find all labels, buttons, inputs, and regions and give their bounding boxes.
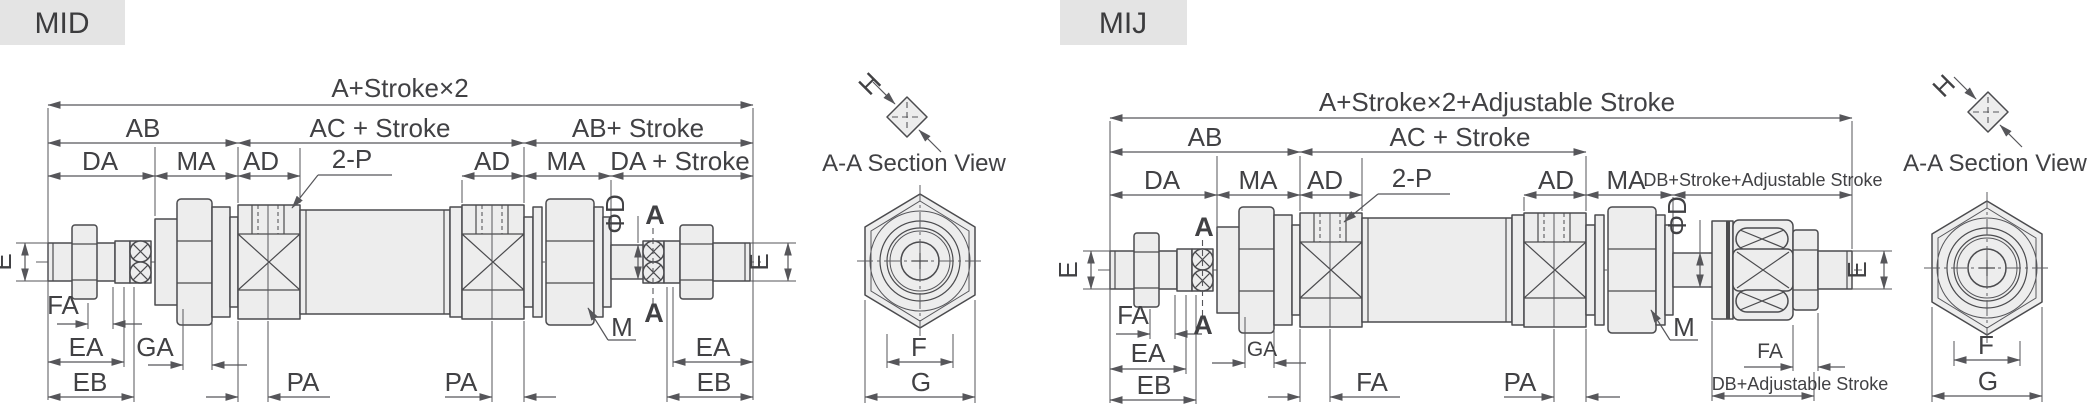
mij-dim-pa-right: PA [1504, 367, 1537, 397]
mid-dim-phi-d: ΦD [600, 194, 630, 234]
mij-dim-ac-stroke: AC + Stroke [1390, 122, 1531, 152]
mij-dim-ea-left: EA [1131, 338, 1166, 368]
mij-section-title: A-A Section View [1903, 150, 2087, 177]
mid-dim-f: F [911, 332, 927, 362]
mij-dim-fa-left: FA [1117, 300, 1149, 330]
mid-dim-eb-right: EB [697, 367, 732, 397]
mij-dim-fa-adjuster: FA [1757, 340, 1783, 363]
mij-dim-m: M [1673, 312, 1695, 342]
mid-title-chip [0, 0, 125, 45]
mid-dim-g: G [911, 367, 931, 397]
mij-dim-ma-right: MA [1607, 165, 1647, 195]
mid-dim-fa: FA [47, 290, 79, 320]
mid-section-title: A-A Section View [822, 150, 1006, 177]
mid-dim-da: DA [82, 146, 119, 176]
mid-dim-ad-left: AD [243, 146, 279, 176]
mid-dim-pa-left: PA [287, 367, 320, 397]
mij-dimension-labels: A+Stroke×2+Adjustable Stroke AB AC + Str… [1053, 87, 1888, 400]
mid-dim-ac-stroke: AC + Stroke [310, 113, 451, 143]
mid-dim-e-left: E [0, 253, 17, 270]
mid-section-mark-a-top: A [645, 200, 665, 230]
mid-dim-pa-right: PA [445, 367, 478, 397]
mid-dim-da-stroke: DA + Stroke [610, 146, 749, 176]
mij-dim-total: A+Stroke×2+Adjustable Stroke [1319, 87, 1675, 117]
mid-dim-m: M [611, 312, 633, 342]
mij-dim-ma-left: MA [1239, 165, 1279, 195]
mid-dim-ab: AB [126, 113, 161, 143]
mid-dim-e-right: E [744, 253, 774, 270]
mid-cylinder [48, 199, 751, 325]
mid-dim-ea-left: EA [69, 332, 104, 362]
mij-section-mark-a-bottom: A [1193, 310, 1213, 340]
mij-dim-f: F [1978, 330, 1994, 360]
mij-dim-ga: GA [1247, 338, 1277, 361]
mij-dimension-lines [1087, 114, 1888, 404]
mid-dim-ma-left: MA [177, 146, 217, 176]
mij-dim-eb-left: EB [1137, 370, 1172, 400]
mij-dim-db-adjustable: DB+Adjustable Stroke [1712, 374, 1889, 394]
mid-dim-ea-right: EA [696, 332, 731, 362]
mid-dimension-lines [21, 101, 792, 401]
mij-cylinder [1110, 207, 1853, 333]
mij-dim-phi-d: ΦD [1662, 196, 1692, 236]
mij-title-chip [1060, 0, 1187, 45]
mij-dim-ad-left: AD [1307, 165, 1343, 195]
mij-dim-e-left: E [1053, 261, 1083, 278]
mij-diagram: MIJ [1053, 0, 2087, 404]
mid-dimension-labels: A+Stroke×2 AB AC + Stroke AB+ Stroke DA … [0, 73, 774, 397]
mij-extension-lines [1083, 121, 1892, 404]
mij-section-mark-a-top: A [1194, 212, 1214, 242]
mid-dim-ab-stroke: AB+ Stroke [572, 113, 704, 143]
mid-diagram: MID [0, 0, 1006, 403]
mij-dim-g: G [1978, 366, 1998, 396]
mij-dim-ad-right: AD [1538, 165, 1574, 195]
mid-dim-ma-right: MA [547, 146, 587, 176]
mij-dim-2p: 2-P [1392, 163, 1432, 193]
mij-title: MIJ [1099, 7, 1147, 40]
mij-dim-fa-head: FA [1356, 367, 1388, 397]
mij-dim-e-right: E [1842, 261, 1872, 278]
mij-dim-db-stroke: DB+Stroke+Adjustable Stroke [1643, 170, 1882, 190]
mid-dim-eb-left: EB [73, 367, 108, 397]
mid-right-rod-assembly [642, 224, 751, 300]
mid-dim-ga: GA [136, 332, 174, 362]
mij-dim-ab: AB [1188, 122, 1223, 152]
mij-adjuster-assembly [1711, 219, 1853, 321]
mid-dim-total: A+Stroke×2 [331, 73, 468, 103]
mid-title: MID [35, 7, 90, 40]
mid-section-mark-a-bottom: A [644, 298, 664, 328]
mid-dim-2p: 2-P [332, 144, 372, 174]
mij-dim-da: DA [1144, 165, 1181, 195]
mid-dim-ad-right: AD [474, 146, 510, 176]
